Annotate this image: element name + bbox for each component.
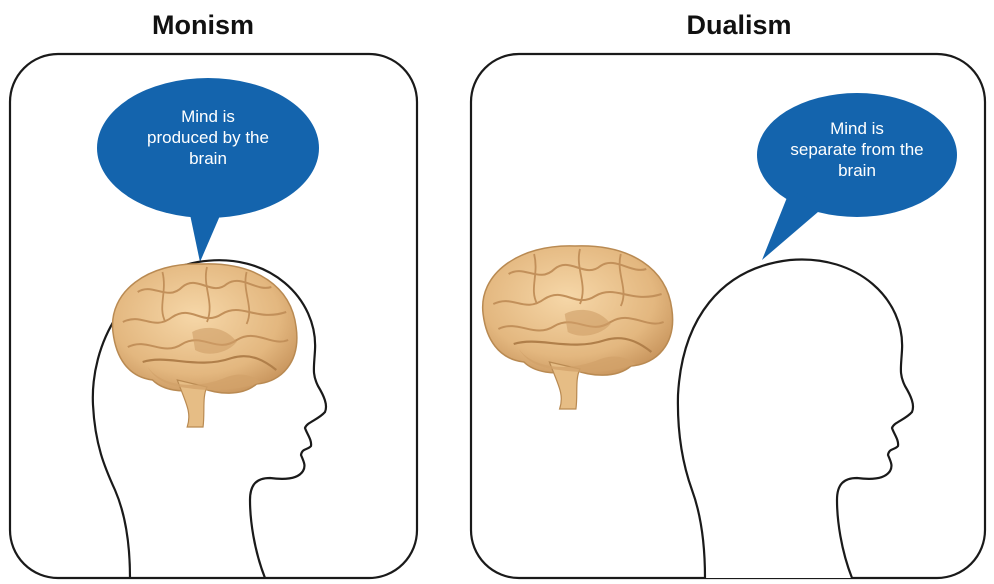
monism-title: Monism — [151, 10, 254, 40]
monism-bubble-line-1: Mind is — [181, 107, 235, 126]
dualism-bubble-line-1: Mind is — [830, 119, 884, 138]
monism-panel — [8, 52, 419, 580]
brain-illustration-icon — [111, 262, 298, 429]
brain-illustration-icon — [481, 244, 674, 411]
dualism-title: Dualism — [686, 10, 792, 40]
dualism-bubble-line-2: separate from the — [790, 140, 924, 159]
head-silhouette-icon — [676, 258, 915, 579]
speech-bubble-icon — [97, 78, 319, 262]
speech-bubble-icon — [757, 93, 957, 260]
head-silhouette-icon — [91, 259, 328, 579]
dualism-panel — [469, 52, 987, 580]
monism-frame — [8, 52, 419, 580]
monism-bubble-line-2: produced by the — [147, 128, 269, 147]
dualism-bubble-text: Mind is separate from the brain — [767, 118, 947, 181]
monism-bubble-line-3: brain — [189, 149, 227, 168]
monism-bubble-text: Mind is produced by the brain — [108, 106, 308, 169]
dualism-bubble-line-3: brain — [838, 161, 876, 180]
